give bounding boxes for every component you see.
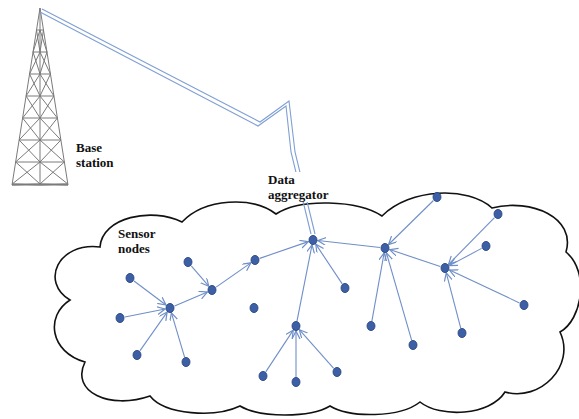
sensor-dot <box>341 283 349 292</box>
sensor-nodes <box>116 192 528 386</box>
sensor-link <box>266 330 293 372</box>
sensor-link <box>390 250 441 267</box>
sensor-link <box>446 273 460 328</box>
sensor-dot <box>184 257 192 266</box>
sensor-dot <box>333 367 341 376</box>
sensor-link <box>449 218 495 265</box>
sensor-link <box>140 312 167 351</box>
tower-strut <box>26 74 40 96</box>
label: Data aggregator <box>266 172 330 202</box>
tower-strut <box>40 118 61 140</box>
tower-strut <box>12 184 40 185</box>
label: Sensor nodes <box>116 226 157 256</box>
sensor-dot <box>208 285 216 294</box>
tower-strut <box>40 30 47 52</box>
sensor-link <box>175 292 208 306</box>
tower-strut <box>12 185 68 186</box>
sensor-dot <box>292 321 300 330</box>
sensor-link <box>386 253 411 340</box>
sensor-dot <box>409 340 417 349</box>
tower-strut <box>30 52 40 74</box>
sensor-link <box>299 330 333 369</box>
tower-strut <box>40 74 54 96</box>
sensor-dot <box>441 263 449 272</box>
tower-strut <box>40 184 68 185</box>
tower-strut <box>16 140 40 162</box>
label: Base station <box>74 140 116 170</box>
tower-strut <box>40 52 50 74</box>
sensor-dot <box>116 313 124 322</box>
sensor-link <box>295 331 296 377</box>
sensor-dot <box>367 321 375 330</box>
sensor-link <box>389 201 434 245</box>
sensor-dot <box>458 328 466 337</box>
sensor-dot <box>494 209 502 218</box>
sensor-link <box>449 248 481 265</box>
sensor-dot <box>251 255 259 264</box>
sensor-link <box>316 244 342 284</box>
tower-strut <box>19 118 40 140</box>
base-station-tower <box>12 8 68 185</box>
sensor-dot <box>126 273 134 282</box>
sensor-dot <box>250 303 258 312</box>
sensor-dot <box>182 357 190 366</box>
sensor-dot <box>433 192 441 201</box>
sensor-dot <box>309 235 317 244</box>
sensor-links <box>125 201 520 377</box>
tower-strut <box>33 30 40 52</box>
sensor-link <box>134 281 166 305</box>
sensor-link <box>450 270 520 303</box>
sensor-link <box>216 263 251 287</box>
tower-strut <box>40 184 68 185</box>
sensor-link <box>372 253 384 321</box>
sensor-dot <box>292 377 300 386</box>
tower-strut <box>40 140 64 162</box>
cloud-outline <box>54 193 579 415</box>
tower-strut <box>40 162 68 184</box>
tower-strut <box>40 96 57 118</box>
sensor-link <box>297 245 312 321</box>
tower-strut <box>12 184 40 185</box>
sensor-link <box>191 266 208 286</box>
tower-strut <box>23 96 40 118</box>
sensor-link <box>260 242 309 259</box>
sensor-dot <box>166 303 174 312</box>
tower-strut <box>12 162 40 184</box>
sensor-link <box>171 313 184 357</box>
sensor-dot <box>482 241 490 250</box>
sensor-link <box>125 309 165 317</box>
sensor-dot <box>520 300 528 309</box>
sensor-dot <box>259 371 267 380</box>
sensor-link <box>318 241 380 248</box>
sensor-dot <box>133 350 141 359</box>
sensor-dot <box>381 243 389 252</box>
